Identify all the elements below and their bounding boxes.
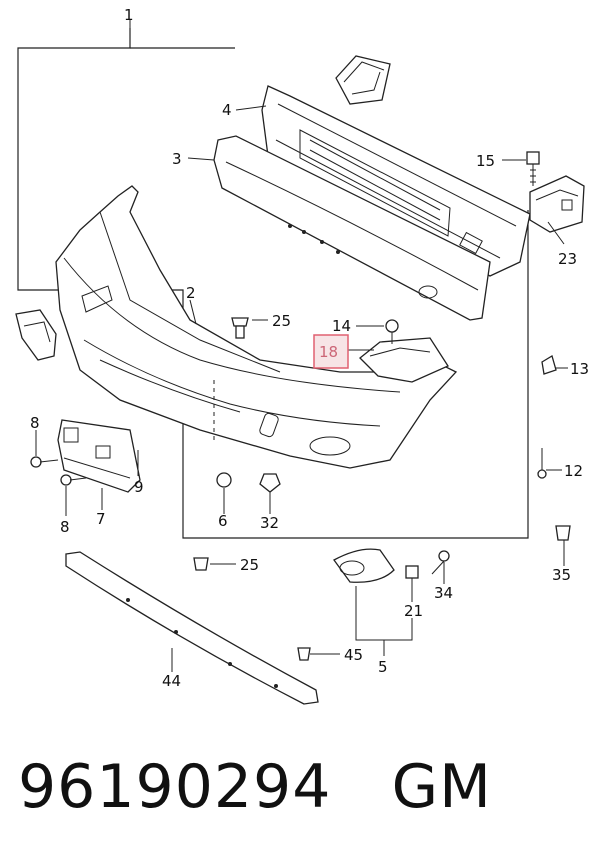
callout-2: 2 <box>186 284 196 302</box>
energy-absorber <box>213 135 491 321</box>
callout-3: 3 <box>172 150 182 168</box>
brand-name: GM <box>391 752 492 822</box>
clip-12-icon <box>537 448 547 479</box>
callout-1: 1 <box>124 6 134 24</box>
bracket-top-icon <box>335 55 391 105</box>
lower-spoiler-44 <box>65 551 319 705</box>
fog-lamp-assembly <box>333 548 419 583</box>
callout-8-bottom: 8 <box>60 518 70 536</box>
screw-34-icon <box>431 550 450 575</box>
screw-8-bottom-icon <box>60 474 87 486</box>
callout-21: 21 <box>404 602 423 620</box>
callout-5: 5 <box>378 658 388 676</box>
nut-32-icon <box>259 473 281 493</box>
callout-labels: 1 4 3 2 25 14 15 23 13 12 35 25 6 32 8 8… <box>30 6 589 690</box>
bolt-15-icon <box>526 151 540 186</box>
callout-7: 7 <box>96 510 106 528</box>
callout-4: 4 <box>222 101 232 119</box>
callout-25-bottom: 25 <box>240 556 259 574</box>
clip-45-icon <box>297 647 311 661</box>
plug-6-icon <box>216 472 232 488</box>
callout-15: 15 <box>476 152 495 170</box>
clip-25-top-icon <box>231 317 249 339</box>
callout-13: 13 <box>570 360 589 378</box>
clip-35-icon <box>555 525 571 541</box>
callout-8-top: 8 <box>30 414 40 432</box>
callout-18-highlight-box <box>313 334 349 369</box>
callout-45: 45 <box>344 646 363 664</box>
callout-25-top: 25 <box>272 312 291 330</box>
callout-12: 12 <box>564 462 583 480</box>
callout-35: 35 <box>552 566 571 584</box>
bracket-18 <box>359 337 449 383</box>
left-bracket <box>15 309 57 361</box>
screw-8-top-icon <box>30 456 59 468</box>
callout-44: 44 <box>162 672 181 690</box>
front-bumper-fascia <box>55 185 458 469</box>
callout-32: 32 <box>260 514 279 532</box>
part-caption: 96190294 GM <box>18 752 492 822</box>
clip-13-icon <box>541 355 557 375</box>
part-number: 96190294 <box>18 752 332 822</box>
callout-34: 34 <box>434 584 453 602</box>
callout-18: 18 <box>319 343 338 361</box>
bolt-14-icon <box>385 319 399 344</box>
clip-25-bottom-icon <box>193 557 209 571</box>
callout-14: 14 <box>332 317 351 335</box>
side-bracket-right <box>529 175 585 233</box>
license-plate-bracket <box>57 419 141 493</box>
callout-9: 9 <box>134 478 144 496</box>
callout-23: 23 <box>558 250 577 268</box>
leader-lines <box>35 20 568 672</box>
bumper-carrier-beam <box>261 85 531 277</box>
callout-6: 6 <box>218 512 228 530</box>
